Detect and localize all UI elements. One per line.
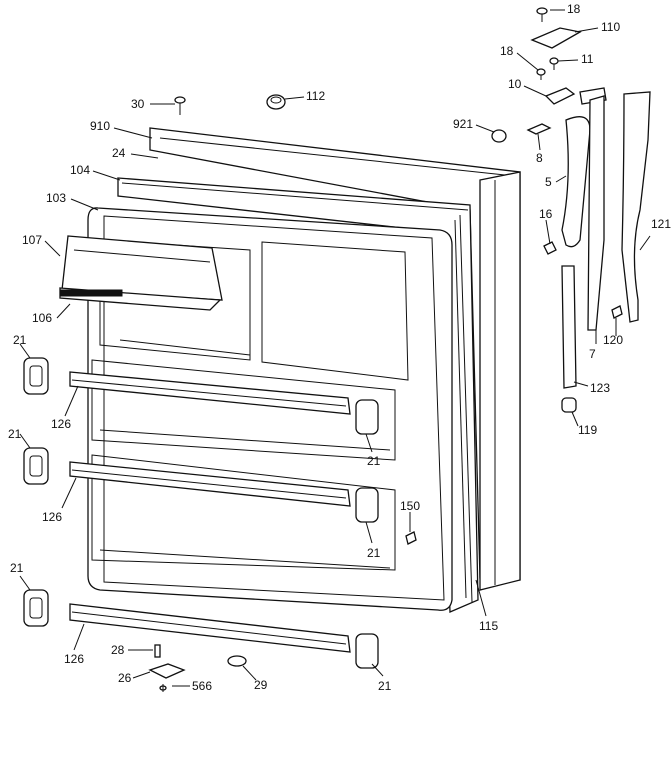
- label-11: 11: [581, 52, 594, 66]
- label-126-upper: 126: [51, 417, 71, 431]
- label-24: 24: [112, 146, 126, 160]
- hinge-10: [544, 87, 576, 105]
- label-21-right-1: 21: [367, 454, 381, 468]
- label-121: 121: [651, 217, 671, 231]
- label-10: 10: [508, 77, 522, 91]
- trim-121: [621, 91, 651, 323]
- label-30: 30: [131, 97, 145, 111]
- rail-end-cap-left-1: [23, 357, 49, 395]
- label-103: 103: [46, 191, 66, 205]
- label-21-left-1: 21: [13, 333, 27, 347]
- screw-18-top: [536, 7, 548, 22]
- label-21-right-2: 21: [367, 546, 381, 560]
- label-28: 28: [111, 643, 125, 657]
- cap-29: [227, 655, 247, 667]
- label-18-top: 18: [567, 2, 581, 16]
- screw-120: [611, 305, 623, 319]
- label-115: 115: [479, 619, 498, 633]
- rail-end-cap-right-2: [355, 487, 379, 523]
- label-8: 8: [536, 151, 543, 165]
- middle-compartment: [91, 359, 396, 571]
- label-119: 119: [578, 423, 597, 437]
- screw-11: [549, 57, 559, 70]
- label-26: 26: [118, 671, 132, 685]
- label-107: 107: [22, 233, 42, 247]
- outer-door-panel: [149, 127, 521, 591]
- label-910: 910: [90, 119, 110, 133]
- label-21-left-3: 21: [10, 561, 24, 575]
- door-rail-lower: [69, 603, 351, 653]
- plug-921: [491, 129, 507, 143]
- door-rail-upper: [69, 371, 351, 415]
- rail-end-cap-left-3: [23, 589, 49, 627]
- rail-end-cap-right-3: [355, 633, 379, 669]
- door-gasket: [117, 177, 479, 613]
- label-120: 120: [603, 333, 623, 347]
- label-21-right-3: 21: [378, 679, 392, 693]
- rail-end-cap-right-1: [355, 399, 379, 435]
- label-5: 5: [545, 175, 552, 189]
- label-126-lower: 126: [64, 652, 84, 666]
- label-18-lower: 18: [500, 44, 514, 58]
- leader-lines: [19, 9, 651, 687]
- trim-123: [561, 265, 577, 389]
- hinge-block-8: [526, 123, 552, 135]
- plug-119: [561, 397, 577, 413]
- screw-150: [405, 531, 417, 545]
- label-126-middle: 126: [42, 510, 62, 524]
- plate-26: [148, 663, 186, 679]
- label-106: 106: [32, 311, 52, 325]
- label-16: 16: [539, 207, 553, 221]
- handle-7: [587, 95, 605, 331]
- label-123: 123: [590, 381, 610, 395]
- door-rail-middle: [69, 461, 351, 507]
- label-110: 110: [601, 20, 620, 34]
- screw-18-lower: [536, 68, 546, 80]
- label-29: 29: [254, 678, 268, 692]
- label-7: 7: [589, 347, 596, 361]
- rail-end-cap-left-2: [23, 447, 49, 485]
- label-150: 150: [400, 499, 420, 513]
- screw-30: [174, 96, 186, 115]
- handle-5: [561, 116, 591, 248]
- dairy-compartment-door: [59, 235, 223, 311]
- label-104: 104: [70, 163, 90, 177]
- plug-112: [266, 94, 286, 110]
- screw-566: [159, 684, 167, 692]
- screw-16: [543, 241, 557, 255]
- part-labels: 18 110 18 11 10 30 112 910 921 8 24 104 …: [8, 2, 671, 693]
- pin-28: [154, 644, 161, 658]
- label-112: 112: [306, 89, 325, 103]
- label-921: 921: [453, 117, 473, 131]
- label-566: 566: [192, 679, 212, 693]
- label-21-left-2: 21: [8, 427, 22, 441]
- hinge-cover-110: [530, 27, 582, 49]
